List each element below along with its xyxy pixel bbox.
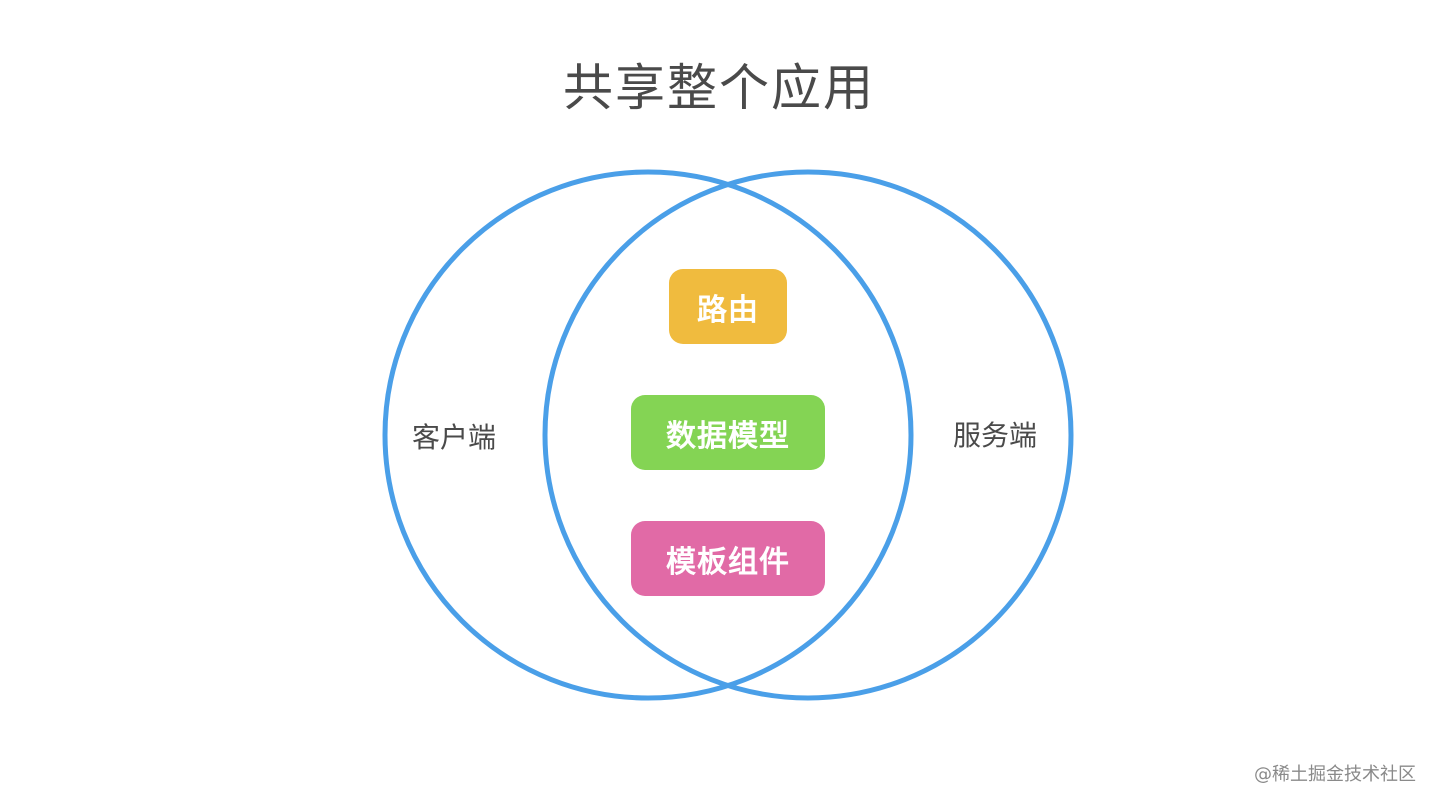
template-component-tag: 模板组件 [631,521,825,596]
server-circle [542,169,1074,701]
diagram-title: 共享整个应用 [563,59,875,117]
watermark: @稀土掘金技术社区 [1254,764,1416,785]
routing-tag: 路由 [669,269,787,344]
server-label: 服务端 [952,419,1037,452]
client-circle [382,169,914,701]
data-model-tag: 数据模型 [631,395,825,470]
client-label: 客户端 [411,421,496,454]
